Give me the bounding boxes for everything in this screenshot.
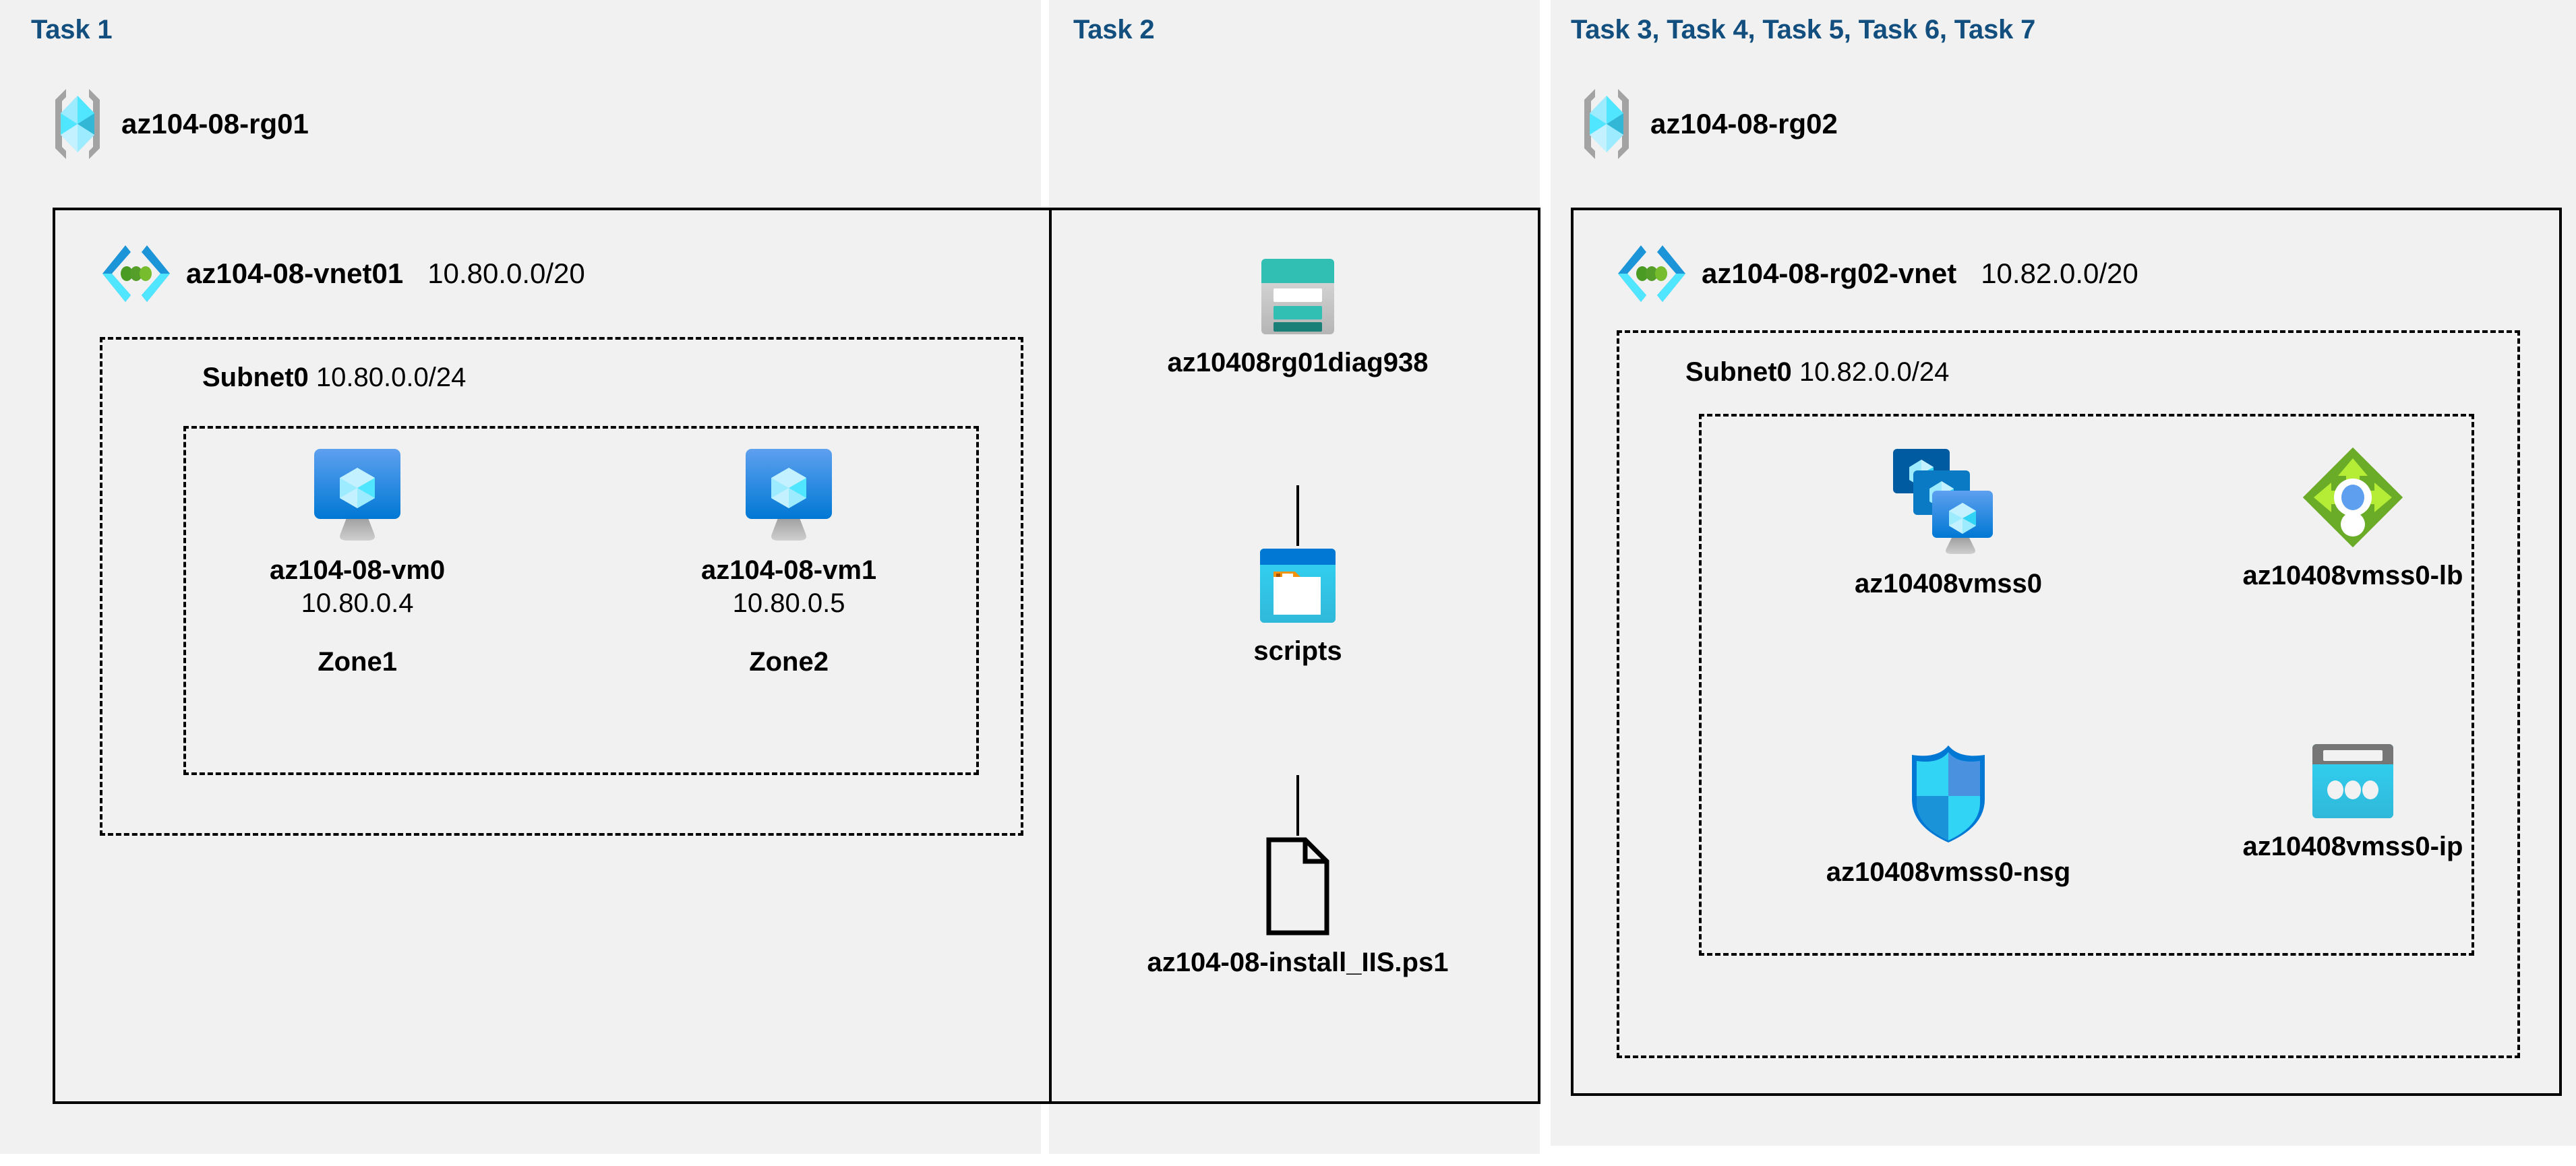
- vm-scale-set-icon: [1888, 445, 2009, 558]
- vm-zone-label: Zone2: [749, 647, 829, 677]
- vm-zone-label: Zone1: [318, 647, 397, 677]
- public-ip-address-node: az10408vmss0-ip: [2178, 741, 2528, 862]
- resource-group-label: az104-08-rg02: [1650, 108, 1838, 140]
- resource-group-rg02: az104-08-rg02: [1578, 86, 1838, 162]
- subnet0-vnet01-label: Subnet0 10.80.0.0/24: [202, 363, 466, 393]
- subnet0-vnet02-label: Subnet0 10.82.0.0/24: [1685, 357, 1949, 388]
- blob-container-icon: [1259, 546, 1337, 625]
- subnet-cidr: 10.80.0.0/24: [316, 363, 467, 392]
- vm-name-label: az104-08-vm1: [701, 555, 877, 585]
- network-security-group-label: az10408vmss0-nsg: [1826, 857, 2071, 887]
- task2-boundary: [1049, 208, 1540, 1104]
- vm-scale-set-node: az10408vmss0: [1773, 445, 2124, 599]
- vnet-cidr-label: 10.82.0.0/20: [1981, 257, 2138, 289]
- vm-name-label: az104-08-vm0: [270, 555, 446, 585]
- vnet01-header: az104-08-vnet01 10.80.0.0/20: [101, 243, 585, 305]
- subnet-cidr: 10.82.0.0/24: [1799, 357, 1950, 387]
- subnet-name: Subnet0: [1685, 357, 1792, 387]
- script-file-node: az104-08-install_IIS.ps1: [1109, 836, 1487, 978]
- public-ip-address-label: az10408vmss0-ip: [2242, 832, 2463, 861]
- subnet0-vnet01-boundary: [100, 337, 1023, 836]
- task3-heading: Task 3, Task 4, Task 5, Task 6, Task 7: [1571, 15, 2036, 44]
- vm-scale-set-label: az10408vmss0: [1854, 569, 2043, 599]
- container-to-file-connector: [1296, 775, 1299, 836]
- script-file-icon: [1265, 836, 1331, 937]
- availability-zones-boundary: [183, 426, 979, 775]
- resource-group-icon: [49, 86, 107, 162]
- vm-ip-label: 10.80.0.4: [301, 588, 414, 618]
- network-security-group-icon: [1907, 741, 1990, 847]
- blob-container-label: scripts: [1253, 636, 1342, 666]
- resource-group-rg01: az104-08-rg01: [49, 86, 309, 162]
- vnet-name-label: az104-08-vnet01: [186, 257, 404, 289]
- virtual-network-icon: [101, 243, 171, 305]
- script-file-label: az104-08-install_IIS.ps1: [1147, 948, 1449, 977]
- storage-to-container-connector: [1296, 485, 1299, 546]
- task1-heading: Task 1: [31, 15, 113, 44]
- vnet-name-label: az104-08-rg02-vnet: [1702, 257, 1957, 289]
- vm-ip-label: 10.80.0.5: [732, 588, 845, 618]
- network-security-group-node: az10408vmss0-nsg: [1773, 741, 2124, 888]
- storage-account-label: az10408rg01diag938: [1167, 348, 1429, 377]
- virtual-machine-icon: [310, 445, 405, 545]
- vm-node-az104-08-vm0: az104-08-vm0 10.80.0.4 Zone1: [270, 445, 445, 677]
- load-balancer-node: az10408vmss0-lb: [2178, 445, 2528, 591]
- vm-node-az104-08-vm1: az104-08-vm1 10.80.0.5 Zone2: [701, 445, 876, 677]
- vnet02-header: az104-08-rg02-vnet 10.82.0.0/20: [1617, 243, 2138, 305]
- subnet0-vnet02-boundary: [1617, 330, 2520, 1058]
- resource-group-icon: [1578, 86, 1636, 162]
- subnet-name: Subnet0: [202, 363, 309, 392]
- load-balancer-icon: [2300, 445, 2405, 550]
- virtual-machine-icon: [742, 445, 836, 545]
- task2-heading: Task 2: [1073, 15, 1155, 44]
- resource-group-label: az104-08-rg01: [121, 108, 309, 140]
- load-balancer-label: az10408vmss0-lb: [2242, 561, 2463, 590]
- vnet-cidr-label: 10.80.0.0/20: [427, 257, 585, 289]
- storage-account-node: az10408rg01diag938: [1109, 256, 1487, 378]
- storage-account-icon: [1259, 256, 1337, 337]
- public-ip-address-icon: [2310, 741, 2396, 821]
- virtual-network-icon: [1617, 243, 1687, 305]
- vmss-resources-boundary: [1699, 414, 2474, 956]
- vnet02-boundary: [1571, 208, 2562, 1096]
- blob-container-node: scripts: [1109, 546, 1487, 667]
